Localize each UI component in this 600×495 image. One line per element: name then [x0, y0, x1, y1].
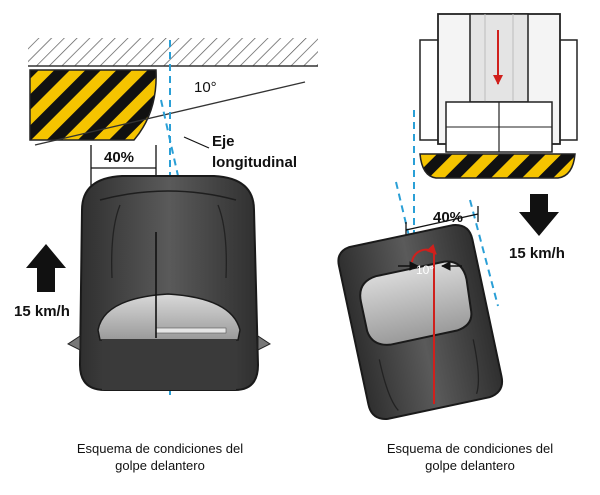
left-percent-label: 40% [104, 149, 134, 166]
right-percent-dimension: 40% [405, 206, 479, 238]
left-angle-label: 10° [194, 79, 217, 96]
axis-label-line1: Eje [212, 133, 235, 150]
arrow-down-icon [519, 194, 559, 236]
left-caption-line2: golpe delantero [115, 458, 205, 473]
right-speed-label: 15 km/h [509, 245, 565, 262]
axis-label-pointer [183, 136, 210, 149]
left-caption-line1: Esquema de condiciones del [76, 441, 244, 456]
left-caption: Esquema de condiciones del golpe delante… [30, 440, 290, 474]
right-tilted-axis-2 [469, 199, 499, 307]
right-panel: 40% 15 km/h 10° [337, 13, 578, 420]
right-caption-line2: golpe delantero [425, 458, 515, 473]
hydraulic-ram [419, 13, 578, 153]
car-top-view [67, 175, 271, 391]
right-angle-label: 10° [416, 263, 434, 277]
right-caption-line1: Esquema de condiciones del [386, 441, 554, 456]
right-caption: Esquema de condiciones del golpe delante… [340, 440, 600, 474]
hazard-barrier [29, 69, 157, 141]
left-panel: 10° Eje longitudinal 40% [14, 38, 318, 395]
left-speed-label: 15 km/h [14, 303, 70, 320]
rotation-arrow-icon [411, 244, 437, 263]
axis-label-line2: longitudinal [212, 154, 297, 171]
rotated-car-top-view [337, 223, 504, 420]
arrow-up-icon [26, 244, 66, 292]
right-percent-label: 40% [433, 209, 463, 226]
hatched-wall [28, 38, 318, 67]
right-hazard-barrier [419, 153, 576, 179]
